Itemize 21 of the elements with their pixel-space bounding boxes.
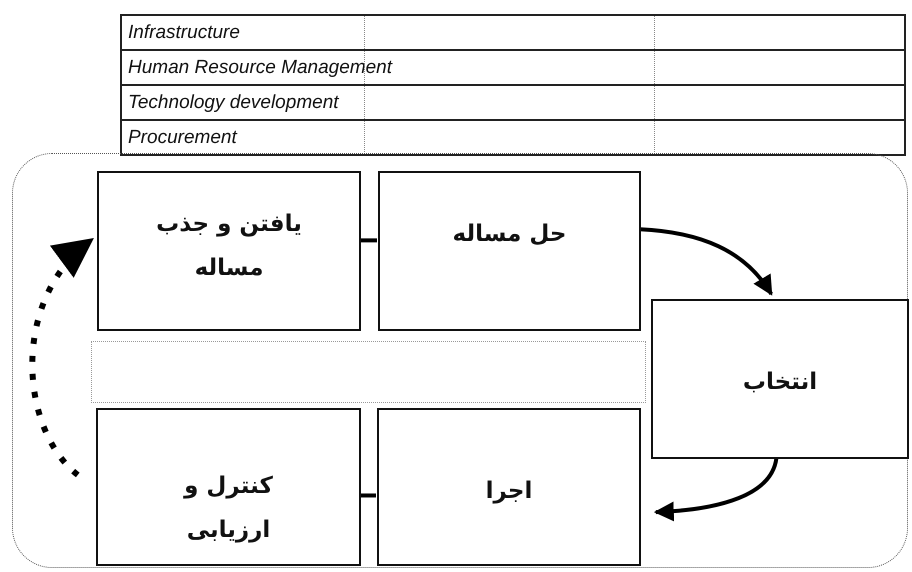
connector-line bbox=[360, 493, 376, 498]
table-row-label: Procurement bbox=[127, 126, 237, 148]
curved-arrow bbox=[654, 458, 778, 522]
table-row-label: Human Resource Management bbox=[127, 56, 392, 78]
curved-arrow bbox=[640, 227, 773, 296]
process-box bbox=[651, 299, 909, 459]
process-box bbox=[96, 408, 361, 566]
box-label: یافتن و جذب مساله bbox=[155, 210, 303, 283]
process-box bbox=[378, 171, 641, 331]
table-row-label: Technology development bbox=[127, 92, 339, 114]
table-row-label: Infrastructure bbox=[127, 22, 240, 44]
curved-arrow bbox=[29, 238, 94, 478]
box-label: اجرا bbox=[484, 477, 534, 506]
process-box bbox=[377, 408, 641, 566]
process-box bbox=[97, 171, 361, 331]
box-label: انتخاب bbox=[742, 368, 818, 397]
dotted-container bbox=[12, 153, 908, 568]
dotted-band bbox=[91, 341, 646, 403]
connector-line bbox=[360, 238, 377, 242]
box-label: کنترل و ارزیابی bbox=[182, 472, 274, 545]
box-label: حل مساله bbox=[452, 220, 568, 249]
